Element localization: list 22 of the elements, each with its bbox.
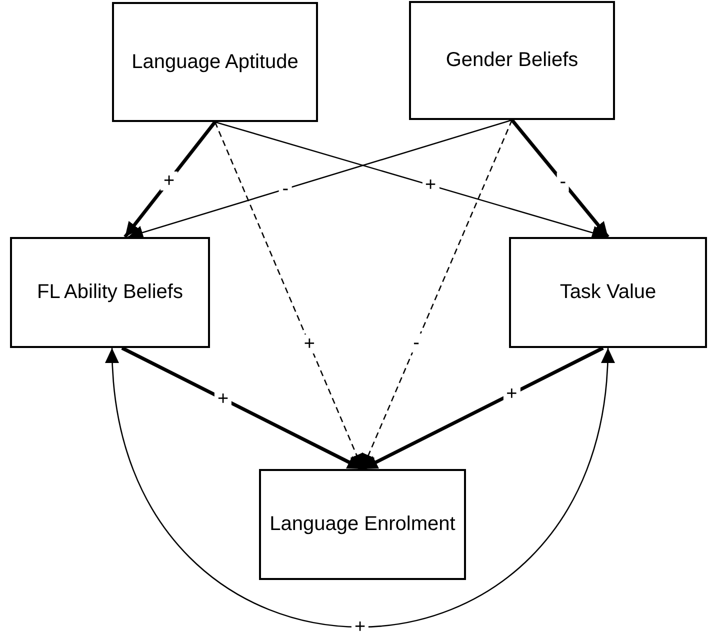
arrow xyxy=(214,121,608,240)
variable-box xyxy=(409,1,615,120)
arrow xyxy=(106,348,614,628)
variable-name: Gender Beliefs xyxy=(444,48,580,73)
edge-label: - xyxy=(410,334,422,353)
variable-name: FL Ability Beliefs xyxy=(36,280,184,305)
arrow xyxy=(128,119,512,240)
edge-label: - xyxy=(556,172,570,192)
variable-box xyxy=(509,237,707,348)
arrow xyxy=(362,120,513,470)
variable-name: Language Aptitude xyxy=(130,50,300,74)
arrow xyxy=(121,346,364,471)
arrow xyxy=(510,118,610,238)
arrow xyxy=(124,120,216,238)
variable-box xyxy=(10,237,210,348)
edge-label: + xyxy=(160,171,178,190)
variable-box xyxy=(112,2,318,122)
arrow xyxy=(362,346,604,471)
variable-name: Language Enrolment xyxy=(268,512,456,537)
variable-box xyxy=(259,469,466,580)
variable-name: Task Value xyxy=(558,280,658,305)
arrow xyxy=(214,122,364,470)
